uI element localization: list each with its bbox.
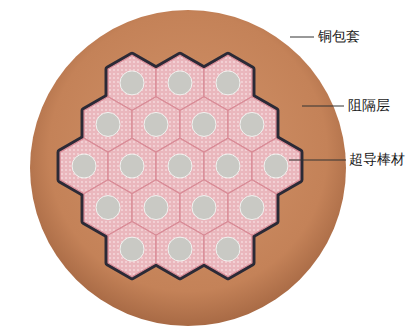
filament-hex <box>156 221 204 276</box>
filament-hexes <box>60 55 300 277</box>
superconducting-rod <box>96 112 120 136</box>
superconducting-rod <box>120 237 144 261</box>
leader-line <box>302 106 344 107</box>
barrier-label: 阻隔层 <box>348 97 390 113</box>
superconducting-rod <box>216 71 240 95</box>
superconducting-rod <box>72 154 96 178</box>
superconducting-rod <box>168 237 192 261</box>
superconducting-rod <box>168 154 192 178</box>
superconducting-rod <box>120 154 144 178</box>
leader-lines <box>289 37 346 160</box>
superconducting-rod <box>168 71 192 95</box>
superconducting-rod <box>240 112 264 136</box>
copper-sheath <box>30 10 346 326</box>
leader-line <box>289 160 346 161</box>
filament-hex <box>108 221 156 276</box>
superconducting-rod <box>216 237 240 261</box>
leader-line <box>290 37 314 38</box>
superconducting-rod <box>144 196 168 220</box>
superconducting-rod <box>96 196 120 220</box>
superconducting-rod <box>216 154 240 178</box>
superconducting-rod <box>144 112 168 136</box>
filament-hex <box>204 221 252 276</box>
superconducting-rod <box>120 71 144 95</box>
barrier-layer <box>60 55 300 277</box>
superconducting-rods <box>72 71 288 261</box>
superconducting-rod <box>264 154 288 178</box>
superconducting-rod <box>192 196 216 220</box>
superconducting-rod <box>192 112 216 136</box>
superconducting-rod <box>240 196 264 220</box>
rod-label: 超导棒材 <box>349 151 405 167</box>
sheath-label: 铜包套 <box>318 28 360 44</box>
